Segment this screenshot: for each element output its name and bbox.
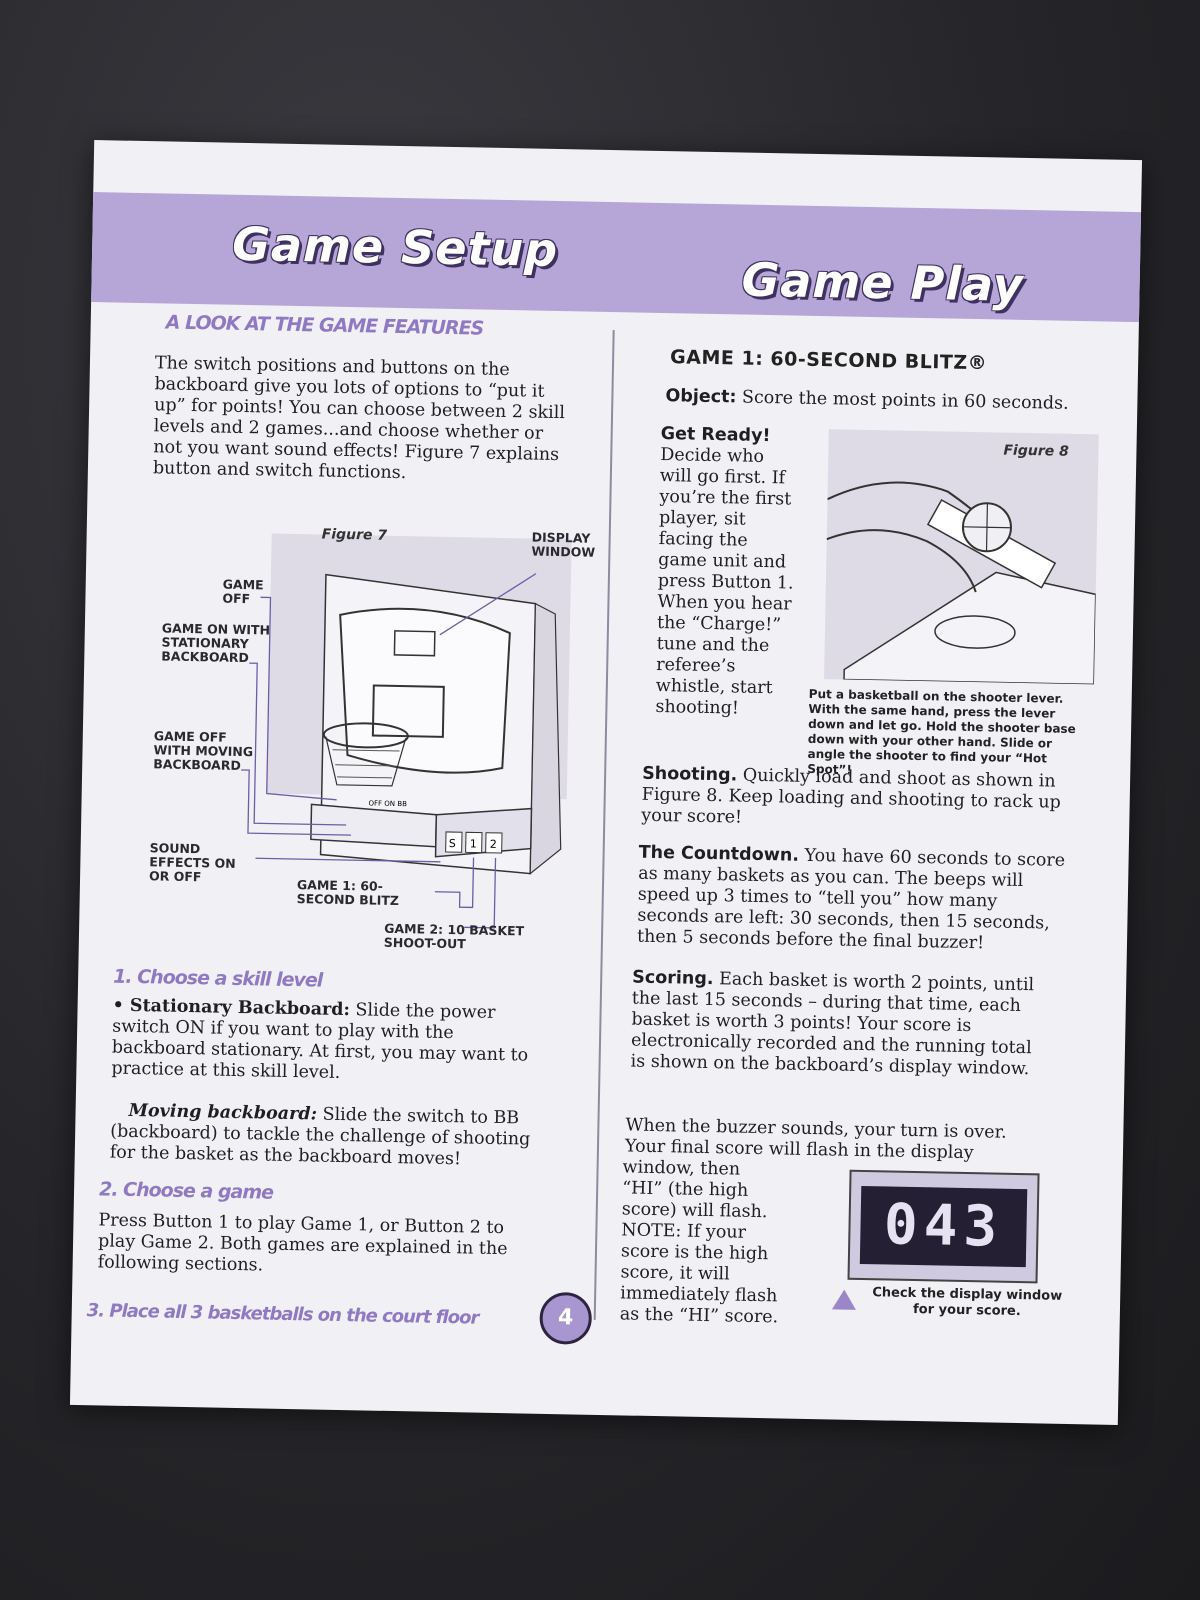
game-setup-title: Game Setup — [231, 216, 559, 277]
choose-skill-heading: 1. Choose a skill level — [112, 965, 323, 992]
features-heading: A LOOK AT THE GAME FEATURES — [165, 311, 484, 340]
leader-game1 — [434, 857, 475, 909]
figure-8: Figure 8 — [824, 429, 1099, 686]
left-column: A LOOK AT THE GAME FEATURES The switch p… — [87, 311, 596, 1328]
figure-8-title: Figure 8 — [1003, 442, 1069, 460]
score-display: 043 — [847, 1169, 1040, 1284]
figure-7-title: Figure 7 — [321, 526, 388, 544]
button-2 — [485, 832, 503, 854]
backboard — [339, 607, 511, 774]
scoring-label: Scoring. — [632, 967, 714, 990]
column-divider — [593, 330, 615, 1320]
net-lines — [332, 749, 400, 779]
get-ready-text: Decide who will go first. If you’re the … — [655, 444, 794, 719]
object-label: Object: — [665, 386, 737, 408]
label-display-window: DISPLAY WINDOW — [531, 529, 596, 560]
moving-label: Moving backboard: — [128, 1100, 318, 1125]
button-1-label: 1 — [470, 837, 477, 850]
triangle-pointer-icon — [831, 1289, 857, 1310]
hoop-net — [325, 736, 407, 787]
moving-paragraph: Moving backboard: Slide the switch to BB… — [110, 1101, 541, 1172]
game-play-title: Game Play — [741, 252, 1025, 312]
figure-7: S 1 2 OFF ON BB Figure 7 DISPLAY WINDOW … — [133, 511, 602, 970]
leader-sound — [255, 857, 441, 863]
shooting-label: Shooting. — [641, 763, 738, 786]
basketball-seams — [962, 503, 1011, 552]
leader-moving — [241, 769, 351, 836]
choose-game-paragraph: Press Button 1 to play Game 1, or Button… — [97, 1210, 508, 1276]
buzzer-paragraph: When the buzzer sounds, your turn is ove… — [624, 1115, 1007, 1164]
shooting-paragraph: Shooting. Quickly load and shoot as show… — [641, 764, 1072, 835]
get-ready-block: Get Ready! Decide who will go first. If … — [655, 424, 801, 721]
button-1 — [465, 831, 483, 854]
button-2-label: 2 — [490, 838, 497, 851]
object-text: Score the most points in 60 seconds. — [736, 387, 1069, 414]
backboard-illustration: S 1 2 OFF ON BB — [241, 533, 572, 929]
buzzer-paragraph-continued: window, then “HI” (the high score) will … — [619, 1157, 779, 1328]
display-caption: Check the display window for your score. — [872, 1285, 1063, 1320]
shooter-base — [934, 615, 1016, 649]
button-s-label: S — [449, 837, 456, 850]
manual-page: Game Setup Game Play A LOOK AT THE GAME … — [69, 140, 1143, 1425]
choose-game-heading: 2. Choose a game — [98, 1178, 274, 1204]
label-game-off: GAME OFF — [222, 576, 264, 607]
button-s — [445, 831, 463, 853]
page-number: 4 — [539, 1291, 593, 1345]
hoop-rim — [322, 722, 409, 749]
shooter-illustration — [826, 481, 1097, 686]
place-basketballs-heading: 3. Place all 3 basketballs on the court … — [86, 1300, 479, 1329]
leader-game-off — [260, 596, 337, 801]
leader-stationary — [249, 662, 347, 826]
court-floor — [843, 571, 1097, 686]
label-game-on-stationary: GAME ON WITH STATIONARY BACKBOARD — [161, 620, 271, 666]
unit-side — [529, 602, 562, 875]
leader-game2 — [464, 857, 497, 929]
label-game-2: GAME 2: 10 BASKET SHOOT-OUT — [383, 920, 525, 952]
leader-display — [439, 573, 537, 636]
stationary-paragraph: • Stationary Backboard: Slide the power … — [111, 996, 553, 1088]
label-game-off-moving: GAME OFF WITH MOVING BACKBOARD — [153, 728, 254, 773]
label-game-1: GAME 1: 60-SECOND BLITZ — [296, 877, 400, 909]
countdown-label: The Countdown. — [638, 842, 800, 866]
game-1-title: GAME 1: 60-SECOND BLITZ® — [669, 346, 988, 375]
right-column: GAME 1: 60-SECOND BLITZ® Object: Score t… — [620, 346, 1100, 1327]
display-window — [393, 630, 436, 657]
object-line: Object: Score the most points in 60 seco… — [665, 386, 1105, 415]
switch-label: OFF ON BB — [368, 799, 407, 808]
label-sound-effects: SOUND EFFECTS ON OR OFF — [148, 840, 236, 885]
hand-palm — [826, 529, 977, 593]
score-display-value: 043 — [859, 1185, 1028, 1268]
intro-paragraph: The switch positions and buttons on the … — [152, 353, 566, 484]
countdown-paragraph: The Countdown. You have 60 seconds to sc… — [637, 843, 1069, 956]
scoring-paragraph: Scoring. Each basket is worth 2 points, … — [630, 968, 1042, 1081]
get-ready-label: Get Ready! — [660, 423, 771, 447]
